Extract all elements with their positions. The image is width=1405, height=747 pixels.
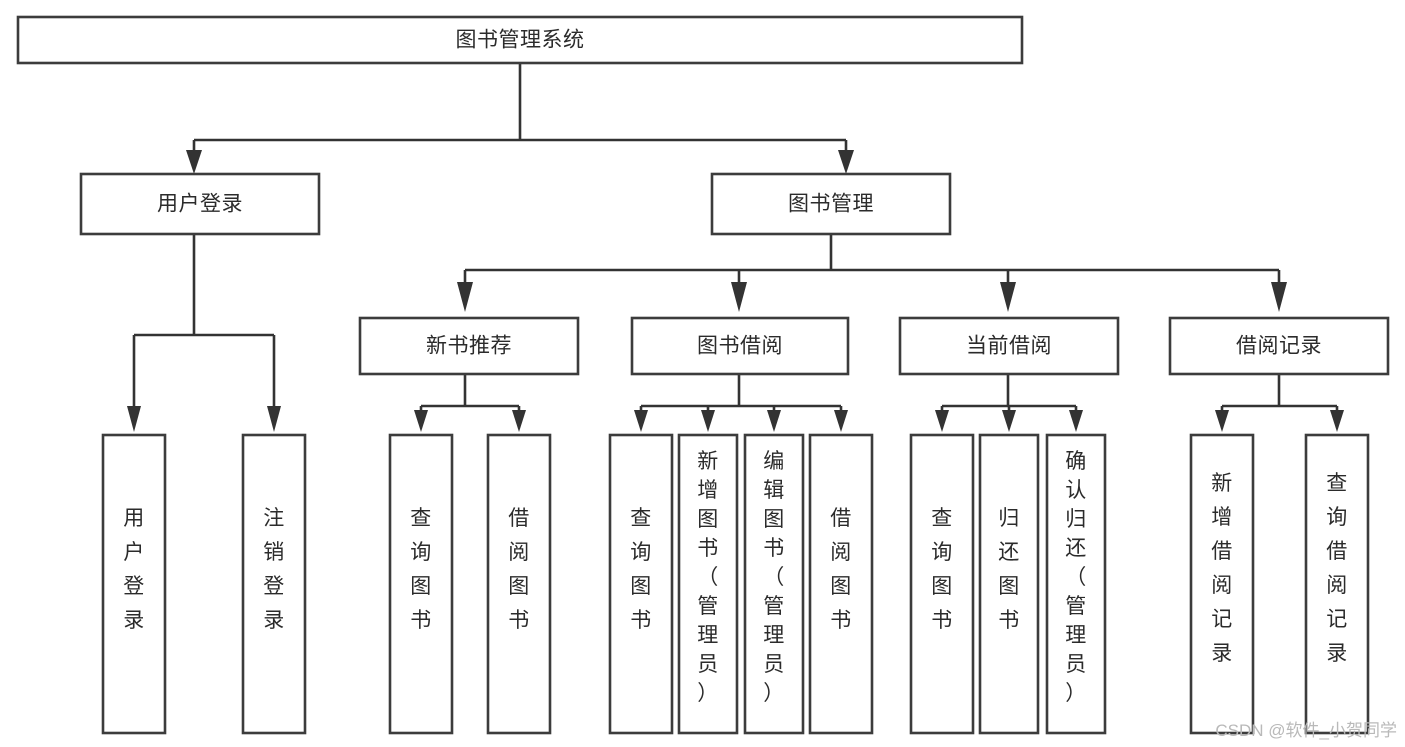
node-book-borrow-box[interactable] — [630, 316, 850, 376]
node-leaf-query-book-2-box[interactable] — [608, 433, 674, 735]
node-leaf-borrow-book-1-box[interactable] — [486, 433, 552, 735]
arrow-head-leaf-return-book — [1002, 410, 1016, 432]
node-book-management[interactable]: 图书管理 — [710, 172, 952, 236]
node-current-borrow-box[interactable] — [898, 316, 1120, 376]
arrow-head-leaf-query-book-3 — [935, 410, 949, 432]
node-leaf-query-book-1[interactable]: 查询图书 — [388, 433, 454, 735]
connector-group-root-to-level1 — [186, 63, 854, 174]
node-leaf-query-record-box[interactable] — [1304, 433, 1370, 735]
node-current-borrow[interactable]: 当前借阅 — [898, 316, 1120, 376]
node-leaf-return-book-label: 归还图书 — [998, 507, 1020, 632]
node-new-book-recommend[interactable]: 新书推荐 — [358, 316, 580, 376]
node-user-login-box[interactable] — [79, 172, 321, 236]
node-leaf-edit-book-box[interactable] — [743, 433, 805, 735]
node-borrow-record-label: 借阅记录 — [1236, 335, 1322, 358]
node-leaf-add-record-label: 新增借阅记录 — [1211, 472, 1233, 665]
arrow-head-leaf-user-login — [127, 406, 141, 432]
connector-group-borrow-record-to-leaves — [1215, 374, 1344, 432]
connector-group-current-borrow-to-leaves — [935, 374, 1083, 432]
arrow-head-leaf-add-record — [1215, 410, 1229, 432]
arrow-head-leaf-confirm-return — [1069, 410, 1083, 432]
node-leaf-borrow-book-1[interactable]: 借阅图书 — [486, 433, 552, 735]
node-leaf-borrow-book-2-box[interactable] — [808, 433, 874, 735]
node-leaf-query-record[interactable]: 查询借阅记录 — [1304, 433, 1370, 735]
node-leaf-add-book[interactable]: 新增图书（管理员） — [677, 433, 739, 735]
node-leaf-query-book-1-label: 查询图书 — [410, 507, 432, 632]
arrow-head-book-borrow — [731, 282, 747, 312]
arrow-head-leaf-borrow-book-2 — [834, 410, 848, 432]
connector-group-user-login-to-leaves — [127, 234, 281, 432]
node-leaf-borrow-book-2-label: 借阅图书 — [830, 507, 852, 632]
arrow-head-leaf-query-record — [1330, 410, 1344, 432]
node-leaf-user-login[interactable]: 用户登录 — [101, 433, 167, 735]
node-leaf-logout-login[interactable]: 注销登录 — [241, 433, 307, 735]
node-root-label: 图书管理系统 — [456, 29, 585, 52]
node-leaf-query-book-2-label: 查询图书 — [630, 507, 652, 632]
node-leaf-add-record[interactable]: 新增借阅记录 — [1189, 433, 1255, 735]
node-leaf-return-book[interactable]: 归还图书 — [978, 433, 1040, 735]
node-leaf-logout-login-box[interactable] — [241, 433, 307, 735]
node-root[interactable]: 图书管理系统 — [16, 15, 1024, 65]
node-leaf-edit-book[interactable]: 编辑图书（管理员） — [743, 433, 805, 735]
arrow-head-current-borrow — [1000, 282, 1016, 312]
node-leaf-query-book-3-box[interactable] — [909, 433, 975, 735]
node-leaf-edit-book-label: 编辑图书（管理员） — [763, 450, 785, 705]
node-leaf-confirm-return[interactable]: 确认归还（管理员） — [1045, 433, 1107, 735]
arrow-head-leaf-add-book — [701, 410, 715, 432]
node-leaf-add-book-box[interactable] — [677, 433, 739, 735]
arrow-head-book-management — [838, 150, 854, 174]
node-user-login[interactable]: 用户登录 — [79, 172, 321, 236]
arrow-head-leaf-logout-login — [267, 406, 281, 432]
connector-group-new-book-recommend-to-leaves — [414, 374, 526, 432]
arrow-head-leaf-edit-book — [767, 410, 781, 432]
node-leaf-add-record-box[interactable] — [1189, 433, 1255, 735]
node-leaf-confirm-return-box[interactable] — [1045, 433, 1107, 735]
node-leaf-borrow-book-2[interactable]: 借阅图书 — [808, 433, 874, 735]
node-leaf-add-book-label: 新增图书（管理员） — [697, 450, 719, 705]
node-book-management-box[interactable] — [710, 172, 952, 236]
arrow-head-user-login — [186, 150, 202, 174]
arrow-head-leaf-query-book-2 — [634, 410, 648, 432]
node-leaf-query-book-1-box[interactable] — [388, 433, 454, 735]
arrow-head-leaf-borrow-book-1 — [512, 410, 526, 432]
node-user-login-label: 用户登录 — [157, 193, 243, 216]
node-leaf-query-record-label: 查询借阅记录 — [1326, 472, 1348, 665]
node-current-borrow-label: 当前借阅 — [966, 335, 1052, 358]
node-borrow-record-box[interactable] — [1168, 316, 1390, 376]
arrow-head-leaf-query-book-1 — [414, 410, 428, 432]
arrow-head-borrow-record — [1271, 282, 1287, 312]
node-root-box[interactable] — [16, 15, 1024, 65]
node-leaf-user-login-box[interactable] — [101, 433, 167, 735]
node-leaf-confirm-return-label: 确认归还（管理员） — [1065, 450, 1087, 705]
node-new-book-recommend-box[interactable] — [358, 316, 580, 376]
node-leaf-return-book-box[interactable] — [978, 433, 1040, 735]
node-new-book-recommend-label: 新书推荐 — [426, 335, 512, 358]
connector-group-book-management-to-level2 — [457, 234, 1287, 312]
csdn-watermark: CSDN @软件_小贺同学 — [1215, 721, 1397, 740]
node-book-borrow-label: 图书借阅 — [697, 335, 783, 358]
node-book-borrow[interactable]: 图书借阅 — [630, 316, 850, 376]
node-borrow-record[interactable]: 借阅记录 — [1168, 316, 1390, 376]
node-leaf-borrow-book-1-label: 借阅图书 — [508, 507, 530, 632]
connector-group-book-borrow-to-leaves — [634, 374, 848, 432]
node-leaf-user-login-label: 用户登录 — [123, 507, 145, 632]
node-leaf-query-book-3-label: 查询图书 — [931, 507, 953, 632]
node-leaf-query-book-3[interactable]: 查询图书 — [909, 433, 975, 735]
node-leaf-query-book-2[interactable]: 查询图书 — [608, 433, 674, 735]
node-leaf-logout-login-label: 注销登录 — [263, 507, 285, 632]
arrow-head-new-book-recommend — [457, 282, 473, 312]
node-book-management-label: 图书管理 — [788, 193, 874, 216]
